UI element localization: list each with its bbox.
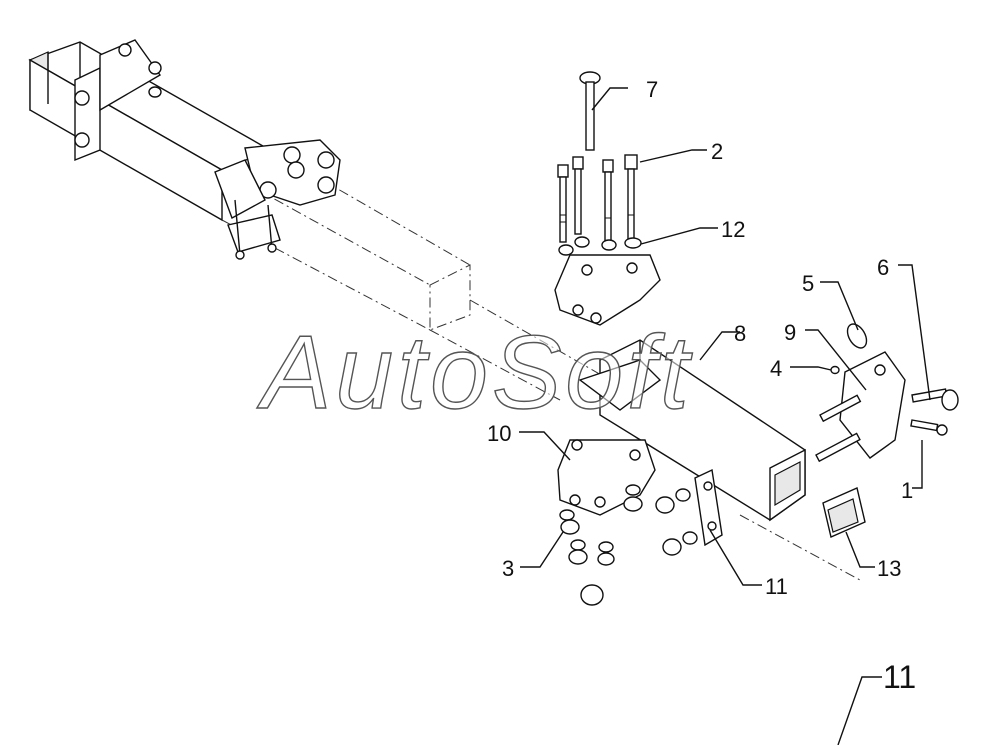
upper-mount-plate-8 xyxy=(554,254,661,326)
left-mount-bracket xyxy=(214,139,341,260)
bolt-1 xyxy=(910,419,948,436)
lower-mount-plate-10 xyxy=(557,439,656,516)
callout-6: 6 xyxy=(877,255,889,280)
leader-lines xyxy=(519,87,931,746)
corner-callout-11: 11 xyxy=(883,659,916,695)
callout-9: 9 xyxy=(784,320,796,345)
watermark-text: AutoSoft xyxy=(256,315,693,431)
nuts-washers-3 xyxy=(559,484,643,606)
nut-4 xyxy=(830,365,840,375)
callout-1: 1 xyxy=(901,478,913,503)
retaining-ring-5 xyxy=(846,323,868,349)
callout-3: 3 xyxy=(502,556,514,581)
callout-8: 8 xyxy=(734,321,746,346)
bolt-6 xyxy=(911,388,959,411)
beam-dashed-outline xyxy=(221,149,861,581)
callout-13: 13 xyxy=(877,556,901,581)
callout-12: 12 xyxy=(721,217,745,242)
end-cap-13 xyxy=(822,487,866,538)
bolt-set-2 xyxy=(557,154,638,243)
left-clamp-assembly xyxy=(74,39,162,162)
callout-4: 4 xyxy=(770,356,782,381)
callout-10: 10 xyxy=(487,421,511,446)
washers-12 xyxy=(558,236,642,256)
main-drawbar xyxy=(578,339,806,522)
spacer-plate-11 xyxy=(694,468,723,547)
callout-5: 5 xyxy=(802,271,814,296)
callout-11: 11 xyxy=(765,574,788,599)
callout-7: 7 xyxy=(646,77,658,102)
nuts-11 xyxy=(655,488,698,556)
callout-2: 2 xyxy=(711,139,723,164)
ball-mount-bracket-9 xyxy=(815,351,906,463)
hitch-pin-7 xyxy=(579,71,601,151)
